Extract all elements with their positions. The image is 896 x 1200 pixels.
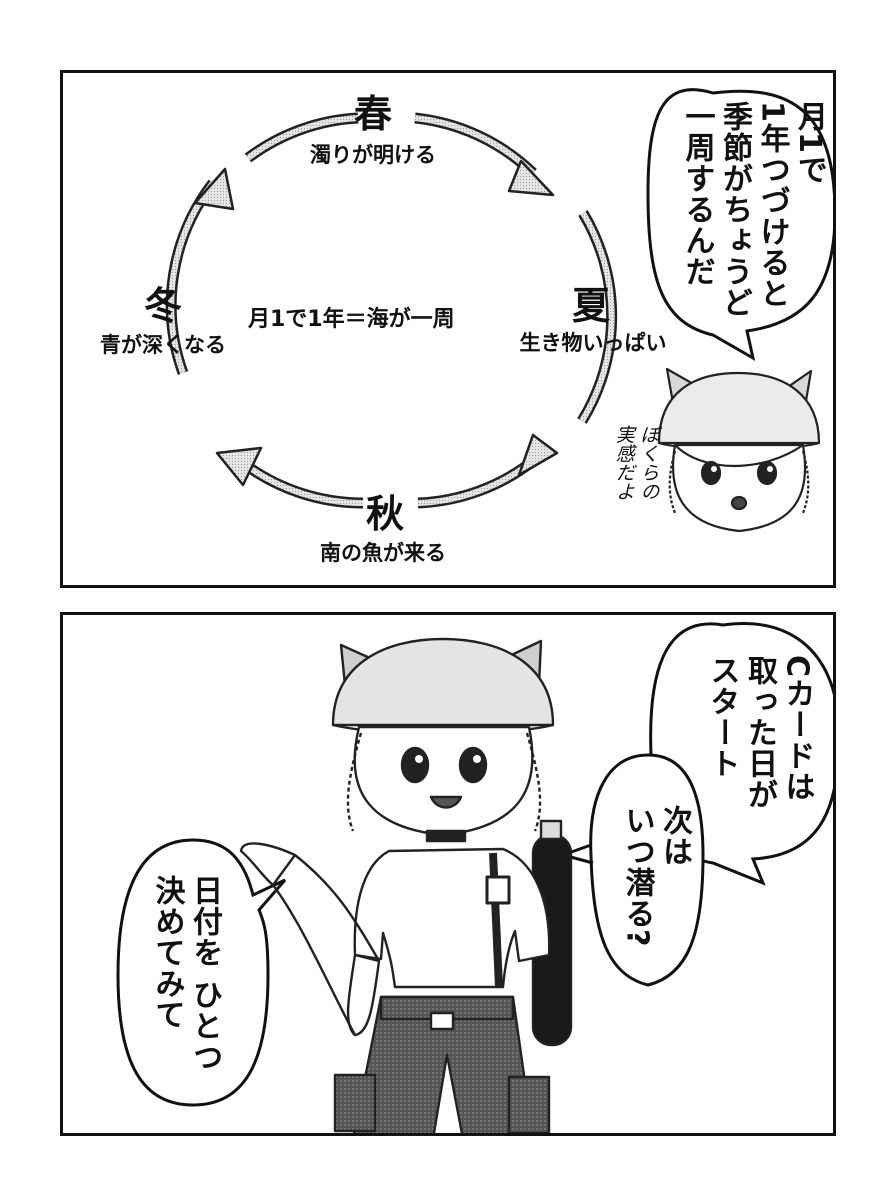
arrow-spring-summer	[507, 159, 555, 197]
cycle-center-caption: 月1で1年＝海が一周	[248, 307, 455, 332]
season-spring-label: 春	[353, 92, 392, 136]
speech-bubble-cards: Cカードは 取った日が スタート	[704, 655, 815, 810]
diver-girl-character	[239, 637, 573, 1133]
chibi-diver-character	[657, 367, 821, 533]
season-winter-desc: 青が深くなる	[100, 333, 226, 357]
season-summer-desc: 生き物いっぱい	[519, 331, 667, 355]
speech-bubble-next-dive: 次は いつ潜る?	[619, 805, 693, 948]
panel-bottom: Cカードは 取った日が スタート 次は いつ潜る? 日付を ひとつ 決めてみて	[60, 612, 836, 1136]
season-summer-label: 夏	[571, 284, 610, 328]
speech-bubble-shape	[646, 88, 833, 361]
speech-bubble-pick-date: 日付を ひとつ 決めてみて	[149, 875, 223, 1073]
arrow-summer-autumn	[517, 433, 559, 477]
season-winter-label: 冬	[143, 284, 182, 328]
season-cycle-ring	[165, 112, 618, 509]
season-autumn-label: 秋	[365, 492, 404, 536]
season-spring-desc: 濁りが明ける	[310, 143, 436, 167]
panel-top: 春 濁りが明ける 夏 生き物いっぱい 秋 南の魚が来る 冬 青が深くなる 月1で…	[60, 70, 836, 588]
arrow-autumn-winter	[215, 446, 263, 487]
season-autumn-desc: 南の魚が来る	[320, 541, 446, 565]
bubbles-shapes	[116, 622, 833, 1107]
aside-note-text: ぼくらの 実感だよ	[612, 425, 660, 501]
arrow-winter-spring	[193, 167, 235, 211]
speech-bubble-text: 月1で 1年つづけると 季節がちょうど 一周するんだ	[679, 101, 828, 318]
